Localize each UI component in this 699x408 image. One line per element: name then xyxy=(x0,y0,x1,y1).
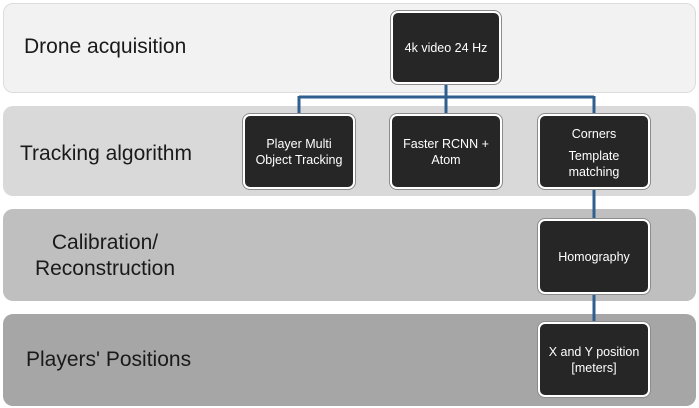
player-tracking-text: Player Multi Object Tracking xyxy=(255,136,343,167)
xy-position-box: X and Y position [meters] xyxy=(538,322,650,397)
corners-text: Corners xyxy=(571,127,617,141)
band-drone-acquisition xyxy=(3,3,696,93)
xy-position-text: X and Y position [meters] xyxy=(548,344,640,375)
template-matching-text: Template matching xyxy=(568,149,620,179)
drone-acquisition-label: Drone acquisition xyxy=(24,35,187,58)
faster-rcnn-text: Faster RCNN + Atom xyxy=(403,136,489,167)
homography-text: Homography xyxy=(558,249,630,264)
faster-rcnn-box: Faster RCNN + Atom xyxy=(390,114,502,189)
calibration-reconstruction-label: Calibration/ Reconstruction xyxy=(34,231,176,280)
tracking-algorithm-label: Tracking algorithm xyxy=(20,142,192,165)
players-positions-label: Players' Positions xyxy=(26,348,192,371)
video-box: 4k video 24 Hz xyxy=(391,11,501,84)
video-box-text: 4k video 24 Hz xyxy=(404,40,488,55)
player-tracking-box: Player Multi Object Tracking xyxy=(243,114,355,189)
corners-template-box: Corners Template matching xyxy=(538,114,650,189)
homography-box: Homography xyxy=(538,219,650,294)
